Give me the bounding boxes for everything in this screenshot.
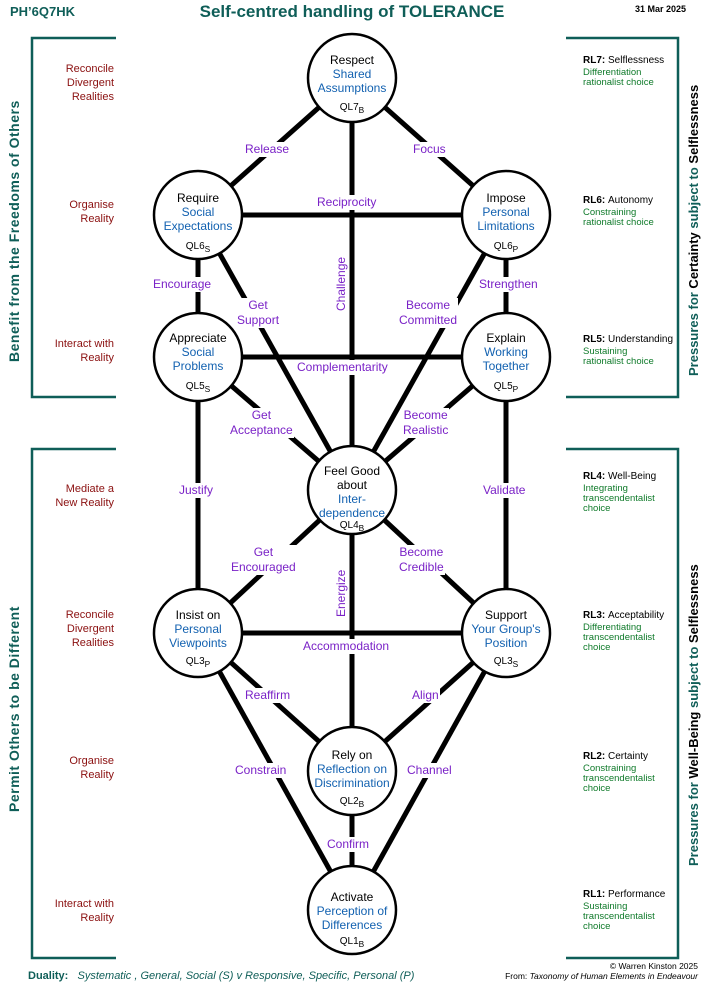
ql-label-ql3s: QL3S — [493, 656, 519, 669]
ql-label-ql3p: QL3P — [185, 656, 211, 669]
ql-label-ql1: QL1B — [339, 936, 365, 949]
edge-label-align: Align — [411, 688, 440, 703]
left-group-top-label: Benefit from the Freedoms of Others — [6, 100, 22, 362]
ql-label-ql6p: QL6P — [493, 241, 519, 254]
node-circle-ql3s — [460, 587, 552, 679]
right-group-bottom-label: Pressures for Well-Being subject to Self… — [686, 564, 701, 866]
right-bracket-bottom — [566, 447, 680, 960]
node-circle-ql2 — [306, 725, 398, 817]
document-code: PH’6Q7HK — [10, 4, 76, 19]
edge-label-focus: Focus — [412, 142, 447, 157]
source-credit: © Warren Kinston 2025 From: Taxonomy of … — [505, 961, 698, 981]
edge-label-constrain: Constrain — [234, 763, 288, 778]
node-circle-ql5s — [152, 311, 244, 403]
edge-label-encourage: Encourage — [152, 277, 213, 292]
node-circle-ql4 — [306, 444, 398, 536]
node-circle-ql5p — [460, 311, 552, 403]
ql-label-ql7: QL7B — [339, 102, 365, 115]
edge-label-energize: Energize — [334, 568, 348, 618]
date-label: 31 Mar 2025 — [634, 4, 686, 14]
node-circle-ql6p — [460, 169, 552, 261]
node-circle-ql1 — [306, 864, 398, 956]
node-circles — [152, 32, 552, 956]
ql-label-ql6s: QL6S — [185, 241, 211, 254]
ql-label-ql5p: QL5P — [493, 381, 519, 394]
left-bracket-top — [30, 36, 116, 399]
page-title: Self-centred handling of TOLERANCE — [199, 2, 505, 21]
edge-label-strengthen: Strengthen — [478, 277, 539, 292]
duality-footnote: Duality: Systematic , General, Social (S… — [28, 970, 415, 982]
edge-label-release: Release — [244, 142, 291, 157]
ql-label-ql2: QL2B — [339, 796, 365, 809]
ql-label-ql4: QL4B — [339, 520, 365, 533]
ql-label-ql5s: QL5S — [185, 381, 211, 394]
edge-label-accommodation: Accommodation — [302, 639, 391, 654]
edge-label-channel: Channel — [406, 763, 453, 778]
right-group-top-label: Pressures for Certainty subject to Selfl… — [686, 84, 701, 376]
edge-label-reaffirm: Reaffirm — [244, 688, 292, 703]
left-bracket-bottom — [30, 447, 116, 960]
edge-label-justify: Justify — [178, 483, 215, 498]
node-circle-ql6s — [152, 169, 244, 261]
edge-label-validate: Validate — [482, 483, 527, 498]
node-circle-ql3p — [152, 587, 244, 679]
right-bracket-top — [566, 36, 680, 399]
edge-label-complementarity: Complementarity — [296, 360, 389, 375]
edge-label-confirm: Confirm — [326, 837, 371, 852]
edge-label-challenge: Challenge — [334, 255, 348, 312]
edge-label-reciprocity: Reciprocity — [316, 195, 378, 210]
node-circle-ql7 — [306, 32, 398, 124]
